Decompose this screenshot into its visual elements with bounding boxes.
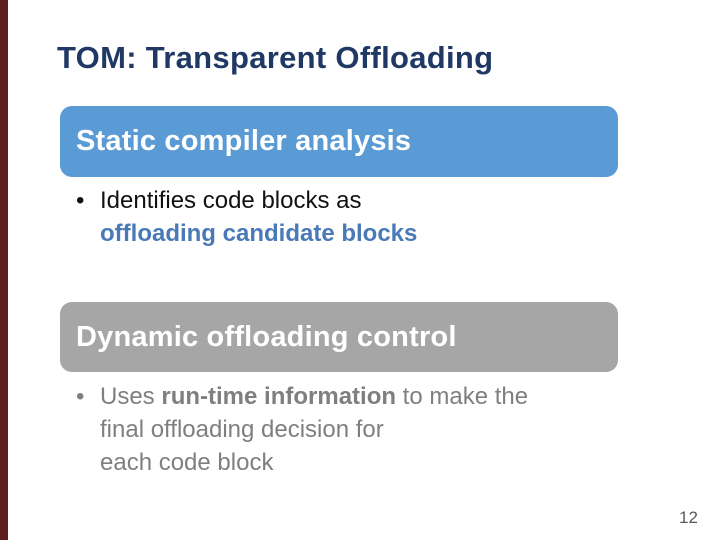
dynamic-bullet-line2: final offloading decision for <box>100 416 384 443</box>
page-number: 12 <box>679 508 698 527</box>
dynamic-bullet-line3: each code block <box>100 449 274 476</box>
section-box-static-analysis: Static compiler analysis <box>60 106 618 177</box>
dynamic-bullet-line1-pre: Uses <box>100 383 162 410</box>
static-analysis-bullet-text: Identifies code blocks as offloading can… <box>100 184 417 250</box>
static-bullet-line1: Identifies code blocks as <box>100 187 362 214</box>
static-bullet-line2-emphasis: offloading candidate blocks <box>100 220 418 247</box>
static-analysis-bullet: • Identifies code blocks as offloading c… <box>76 184 417 250</box>
section-box-dynamic-control: Dynamic offloading control <box>60 302 618 372</box>
bullet-icon: • <box>76 187 85 214</box>
left-edge-accent-bar <box>0 0 8 540</box>
dynamic-bullet-line1: Uses run-time information to make the <box>100 380 528 413</box>
dynamic-bullet-line1-emphasis: run-time information <box>161 383 397 410</box>
dynamic-bullet-line1-post: to make the <box>396 383 529 410</box>
dynamic-control-bullet-text: Uses run-time information to make the fi… <box>100 380 528 479</box>
bullet-icon: • <box>76 383 85 410</box>
static-analysis-heading: Static compiler analysis <box>76 125 412 157</box>
slide-title: TOM: Transparent Offloading <box>57 40 494 75</box>
dynamic-control-heading: Dynamic offloading control <box>76 321 457 353</box>
dynamic-control-bullet: • Uses run-time information to make the … <box>76 380 528 479</box>
